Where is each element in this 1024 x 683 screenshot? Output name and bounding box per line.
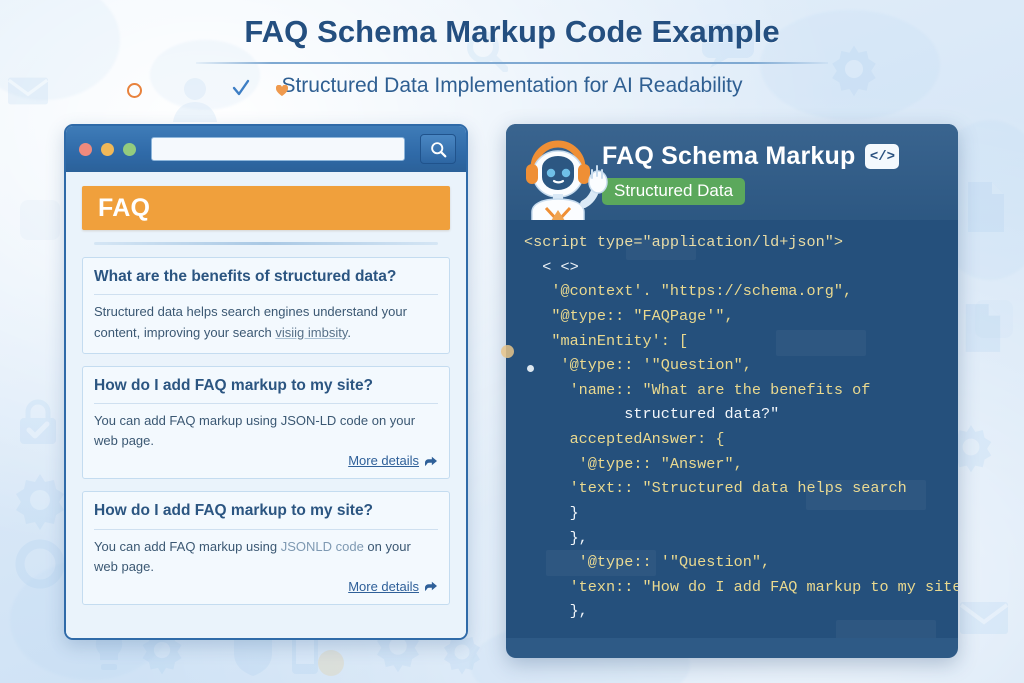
more-details-link[interactable]: More details — [348, 578, 419, 594]
coin-icon — [318, 650, 344, 676]
code-panel-header: FAQ Schema Markup </> Structured Data — [506, 124, 958, 224]
code-line: '@type:: '"Question", — [524, 356, 752, 375]
code-block[interactable]: <script type="application/ld+json"> < <>… — [506, 220, 958, 638]
structured-data-badge: Structured Data — [602, 178, 746, 205]
decorative-dot — [501, 345, 514, 358]
minimize-dot[interactable] — [101, 142, 114, 156]
code-line: 'name:: "What are the benefits of — [524, 380, 871, 399]
document-icon — [965, 304, 1001, 352]
code-panel: FAQ Schema Markup </> Structured Data <s… — [506, 124, 958, 658]
more-details-link[interactable]: More details — [348, 453, 419, 469]
code-line: structured data?" — [524, 405, 780, 424]
faq-answer: You can add FAQ markup using JSONLD code… — [94, 537, 438, 577]
faq-answer-tail: on your web page. — [94, 538, 411, 574]
faq-answer-lead: Structured data helps search engines und… — [94, 304, 407, 340]
faq-separator — [94, 403, 438, 405]
code-line: "@type:: "FAQPage'", — [524, 306, 734, 325]
code-line: '@context'. "https://schema.org", — [524, 282, 853, 301]
close-dot[interactable] — [79, 142, 92, 156]
search-input[interactable] — [151, 137, 405, 161]
browser-chrome — [66, 126, 466, 172]
browser-content: FAQ What are the benefits of structured … — [66, 172, 466, 638]
faq-item[interactable]: How do I add FAQ markup to my site? You … — [82, 491, 450, 605]
title-divider — [196, 62, 828, 64]
cursor-arrow-icon — [425, 456, 437, 466]
circle-outline-icon — [127, 83, 142, 98]
cursor-arrow-icon — [425, 582, 437, 592]
more-details-row: More details — [94, 453, 438, 468]
code-line: < <> — [524, 257, 579, 276]
faq-item[interactable]: What are the benefits of structured data… — [82, 257, 450, 354]
code-line: acceptedAnswer: { — [524, 430, 725, 448]
code-line: '@type:: '"Question", — [524, 553, 771, 572]
faq-answer: Structured data helps search engines und… — [94, 302, 438, 342]
document-icon — [968, 182, 1004, 232]
faq-question: How do I add FAQ markup to my site? — [94, 502, 374, 520]
maximize-dot[interactable] — [123, 142, 136, 156]
faq-separator — [94, 528, 438, 530]
robot-mascot-icon — [526, 140, 608, 224]
browser-window: FAQ What are the benefits of structured … — [64, 124, 468, 640]
subtitle-row: Structured Data Implementation for AI Re… — [0, 74, 1024, 98]
code-line: }, — [524, 602, 588, 621]
decorative-dot — [527, 365, 534, 372]
faq-separator — [94, 294, 438, 296]
faq-answer-fuzzy: visiig imbsity — [275, 324, 348, 340]
faq-banner-divider — [94, 242, 438, 245]
code-line: }, — [524, 528, 588, 547]
check-icon — [232, 79, 250, 96]
faq-item[interactable]: How do I add FAQ markup to my site? You … — [82, 365, 450, 480]
gear-icon — [16, 474, 64, 530]
ring-icon — [15, 539, 65, 589]
faq-answer: You can add FAQ markup using JSON-LD cod… — [94, 413, 416, 449]
faq-answer-lead: You can add FAQ markup using — [94, 538, 281, 554]
faq-answer-fuzzy: JSONLD code — [280, 538, 364, 554]
search-icon — [430, 141, 446, 157]
more-details-row: More details — [94, 579, 438, 594]
lock-check-icon — [20, 399, 56, 444]
faq-banner: FAQ — [82, 186, 450, 230]
page-subtitle: Structured Data Implementation for AI Re… — [281, 74, 743, 97]
faq-question: What are the benefits of structured data… — [94, 268, 397, 285]
code-line: '@type:: "Answer", — [524, 454, 743, 473]
code-line: 'texn:: "How do I add FAQ markup to my s… — [524, 577, 958, 596]
poster-header: FAQ Schema Markup Code Example Structure… — [0, 14, 1024, 98]
faq-question: How do I add FAQ markup to my site? — [94, 376, 374, 394]
faq-banner-label: FAQ — [98, 193, 151, 222]
page-title: FAQ Schema Markup Code Example — [244, 14, 780, 49]
faq-answer-tail: . — [347, 324, 351, 340]
code-line: } — [524, 503, 579, 522]
search-button[interactable] — [420, 134, 456, 164]
code-line: "mainEntity': [ — [524, 331, 689, 350]
code-line: <script type="application/ld+json"> — [524, 233, 843, 251]
heart-icon — [276, 85, 288, 96]
code-panel-title: FAQ Schema Markup — [602, 142, 856, 170]
code-brackets-icon: </> — [865, 144, 900, 169]
envelope-icon — [959, 602, 1009, 634]
code-title-row: FAQ Schema Markup </> — [602, 136, 944, 171]
code-line: 'text:: "Structured data helps search — [524, 479, 907, 498]
